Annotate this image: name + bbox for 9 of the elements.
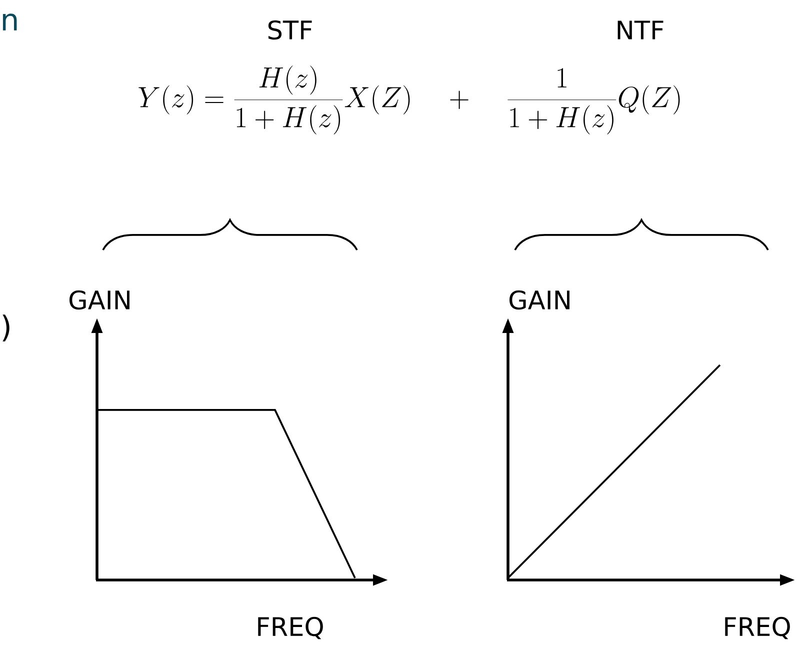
axis-label: FREQ	[725, 616, 790, 640]
axis-label: GAIN	[70, 290, 130, 310]
equation: $Y(z)=\frac{H(z)}{1+H(z)}X(Z)\quad+\quad\frac{1}{1+H(z)}Q(Z)$	[138, 66, 680, 134]
axis-label: GAIN	[509, 290, 570, 310]
cut-text: )	[2, 314, 10, 342]
cut-text: n	[2, 14, 17, 30]
transfer-label: NTF	[618, 20, 664, 40]
axis-label: FREQ	[258, 616, 323, 640]
transfer-label: STF	[268, 20, 312, 40]
